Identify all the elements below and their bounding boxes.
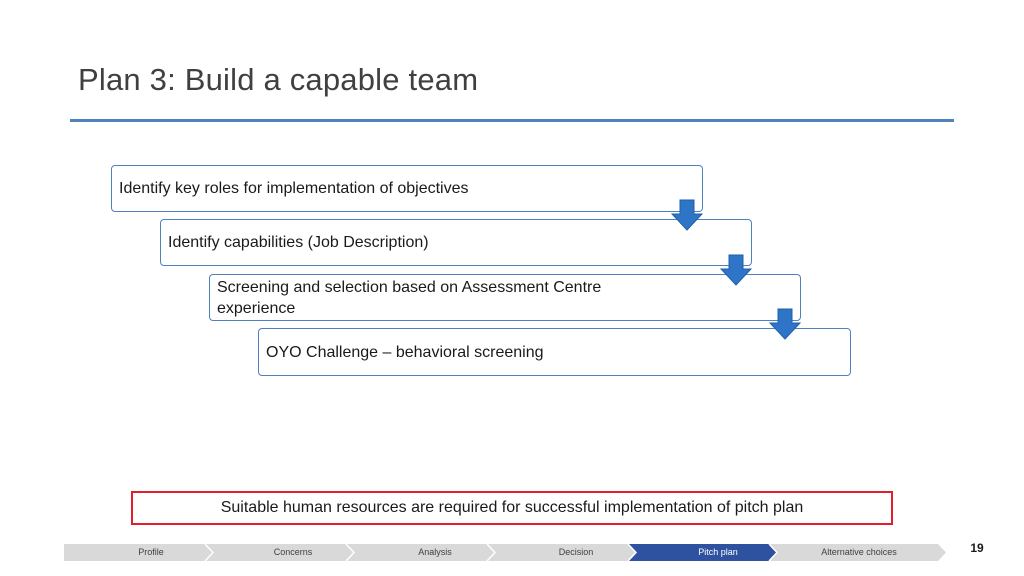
nav-item-alternative-choices[interactable]: Alternative choices — [821, 547, 897, 557]
nav-chevron-decision — [487, 544, 636, 561]
nav-item-analysis[interactable]: Analysis — [418, 547, 452, 557]
step-label: Identify capabilities (Job Description) — [168, 234, 429, 251]
step-identify-key-roles: Identify key roles for implementation of… — [111, 165, 703, 212]
page-number: 19 — [970, 541, 984, 555]
down-arrow-icon — [671, 199, 703, 231]
nav-chevron-pitch-plan — [628, 544, 777, 561]
step-oyo-challenge: OYO Challenge – behavioral screening — [258, 328, 851, 376]
summary-callout: Suitable human resources are required fo… — [131, 491, 893, 525]
nav-item-concerns[interactable]: Concerns — [273, 547, 313, 557]
nav-chevron-profile — [64, 544, 213, 561]
step-screening-selection: Screening and selection based on Assessm… — [209, 274, 801, 321]
nav-item-decision[interactable]: Decision — [558, 547, 594, 557]
progress-chevrons — [64, 544, 946, 561]
step-label: OYO Challenge – behavioral screening — [266, 343, 544, 361]
section-progress-bar: Profile Concerns Analysis Decision Pitch… — [64, 544, 946, 561]
nav-chevron-concerns — [205, 544, 354, 561]
step-identify-capabilities: Identify capabilities (Job Description) — [160, 219, 752, 266]
slide-title: Plan 3: Build a capable team — [78, 62, 479, 97]
nav-chevron-analysis — [346, 544, 495, 561]
down-arrow-icon — [769, 308, 801, 340]
nav-item-profile[interactable]: Profile — [138, 547, 164, 557]
callout-text: Suitable human resources are required fo… — [220, 499, 804, 516]
step-label: Screening and selection based on Assessm… — [217, 279, 602, 317]
nav-chevron-alternative-choices — [769, 544, 946, 561]
nav-item-pitch-plan[interactable]: Pitch plan — [698, 547, 738, 557]
down-arrow-icon — [720, 254, 752, 286]
step-label: Identify key roles for implementation of… — [119, 180, 469, 197]
title-divider — [70, 119, 954, 122]
